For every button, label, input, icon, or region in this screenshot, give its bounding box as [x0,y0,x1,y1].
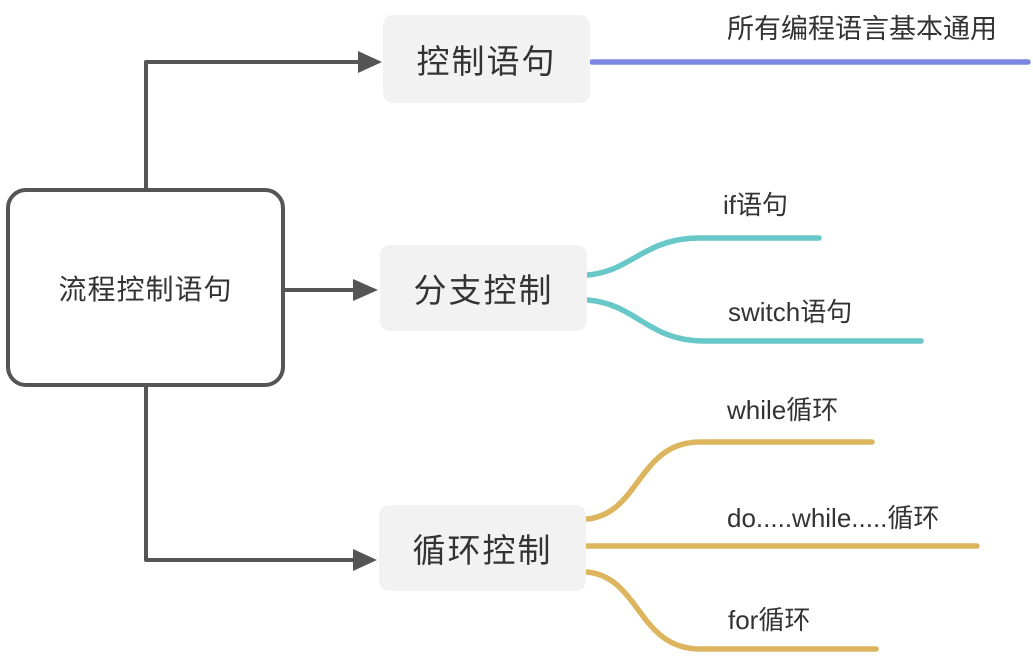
underline-switch [585,297,924,344]
root-node[interactable]: 流程控制语句 [6,188,285,387]
child-label-while-loop[interactable]: while循环 [727,395,839,425]
child-label-switch-statement[interactable]: switch语句 [728,297,853,327]
underline-while [584,439,875,522]
connector-root-to-control [144,60,358,190]
branch-node-branch[interactable]: 分支控制 [380,245,587,331]
child-label-if-statement[interactable]: if语句 [723,190,789,220]
connector-root-to-loop [144,385,353,562]
child-label-do-while-loop[interactable]: do.....while.....循环 [727,503,940,533]
branch-node-loop[interactable]: 循环控制 [379,505,586,591]
branch-node-branch-label: 分支控制 [413,272,554,309]
branch-node-loop-label: 循环控制 [412,532,553,569]
root-node-label: 流程控制语句 [58,273,233,305]
underline-for [584,569,879,652]
arrowhead-control [358,51,382,73]
branch-node-control-label: 控制语句 [416,43,557,80]
underline-if [585,235,822,278]
child-label-universal[interactable]: 所有编程语言基本通用 [727,14,997,44]
arrowhead-loop [353,549,377,571]
branch-node-control[interactable]: 控制语句 [383,15,590,103]
arrowhead-branch [353,279,378,301]
child-label-for-loop[interactable]: for循环 [728,605,811,635]
